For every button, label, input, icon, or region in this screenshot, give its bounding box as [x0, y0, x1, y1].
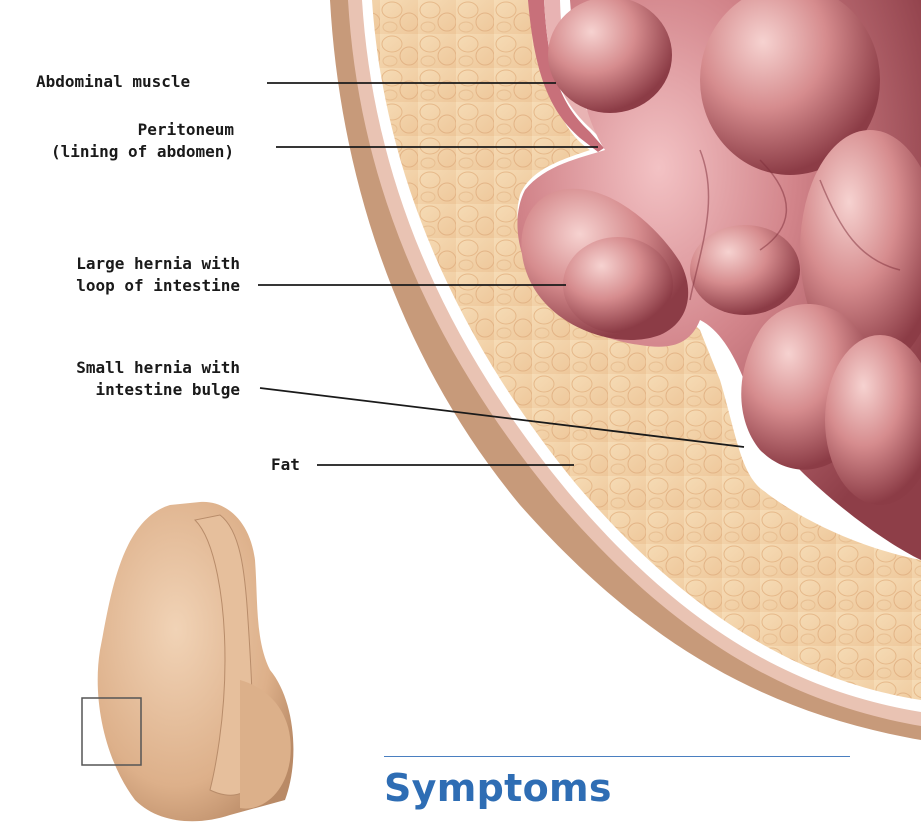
- label-peritoneum: Peritoneum (lining of abdomen): [51, 119, 234, 163]
- intestine-loop-top: [548, 0, 672, 113]
- section-divider: [384, 756, 850, 757]
- label-large-hernia-line1: Large hernia with: [76, 253, 240, 275]
- label-peritoneum-line1: Peritoneum: [51, 119, 234, 141]
- label-large-hernia: Large hernia with loop of intestine: [76, 253, 240, 297]
- label-small-hernia: Small hernia with intestine bulge: [76, 357, 240, 401]
- label-small-hernia-line1: Small hernia with: [76, 357, 240, 379]
- child-figure: [98, 502, 294, 821]
- section-heading: Symptoms: [384, 766, 612, 810]
- label-abdominal-muscle: Abdominal muscle: [36, 71, 190, 93]
- label-peritoneum-line2: (lining of abdomen): [51, 141, 234, 163]
- label-small-hernia-line2: intestine bulge: [76, 379, 240, 401]
- large-hernia-inner-loop: [563, 237, 673, 333]
- intestine-loop-middle: [690, 225, 800, 315]
- label-large-hernia-line2: loop of intestine: [76, 275, 240, 297]
- label-fat: Fat: [271, 454, 300, 476]
